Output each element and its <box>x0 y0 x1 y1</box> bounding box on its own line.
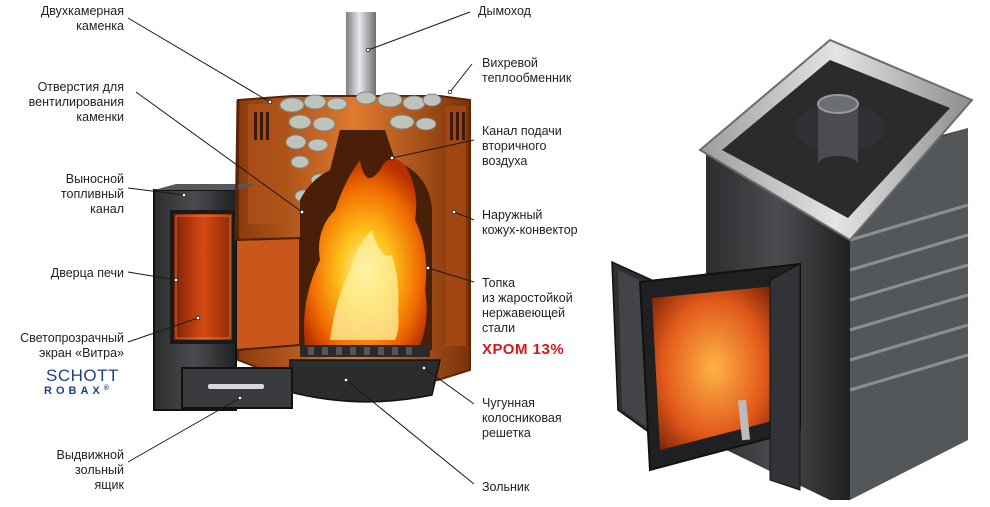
stove-door-glass <box>170 210 236 344</box>
casing-slots <box>254 112 465 140</box>
chrome-13-accent: ХРОМ 13% <box>482 341 565 358</box>
label-firebox: Топка из жаростойкой нержавеющей стали <box>482 276 573 335</box>
label-chimney: Дымоход <box>478 4 531 18</box>
label-vent-holes: Отверстия для вентилирования каменки <box>28 80 124 124</box>
label-cast-grate: Чугунная колосниковая решетка <box>482 396 562 440</box>
label-ash-pan: Зольник <box>482 480 530 494</box>
label-outer-casing: Наружный кожух-конвектор <box>482 208 578 237</box>
label-secondary-air: Канал подачи вторичного воздуха <box>482 124 562 168</box>
heater-stones <box>279 91 442 203</box>
ash-pan <box>289 359 441 403</box>
label-double-chamber: Двухкамерная каменка <box>40 4 124 33</box>
label-ash-drawer: Выдвижной зольный ящик <box>56 448 124 492</box>
schott-logo-line2: ROBAX® <box>44 385 109 397</box>
schott-logo-line1: SCHOTT <box>46 366 119 385</box>
label-glass-screen: Светопрозрачный экран «Витра» <box>20 331 124 360</box>
label-door: Дверца печи <box>50 266 124 280</box>
label-vortex-exchanger: Вихревой теплообменник <box>482 56 572 85</box>
label-fuel-channel: Выносной топливный канал <box>60 172 124 216</box>
